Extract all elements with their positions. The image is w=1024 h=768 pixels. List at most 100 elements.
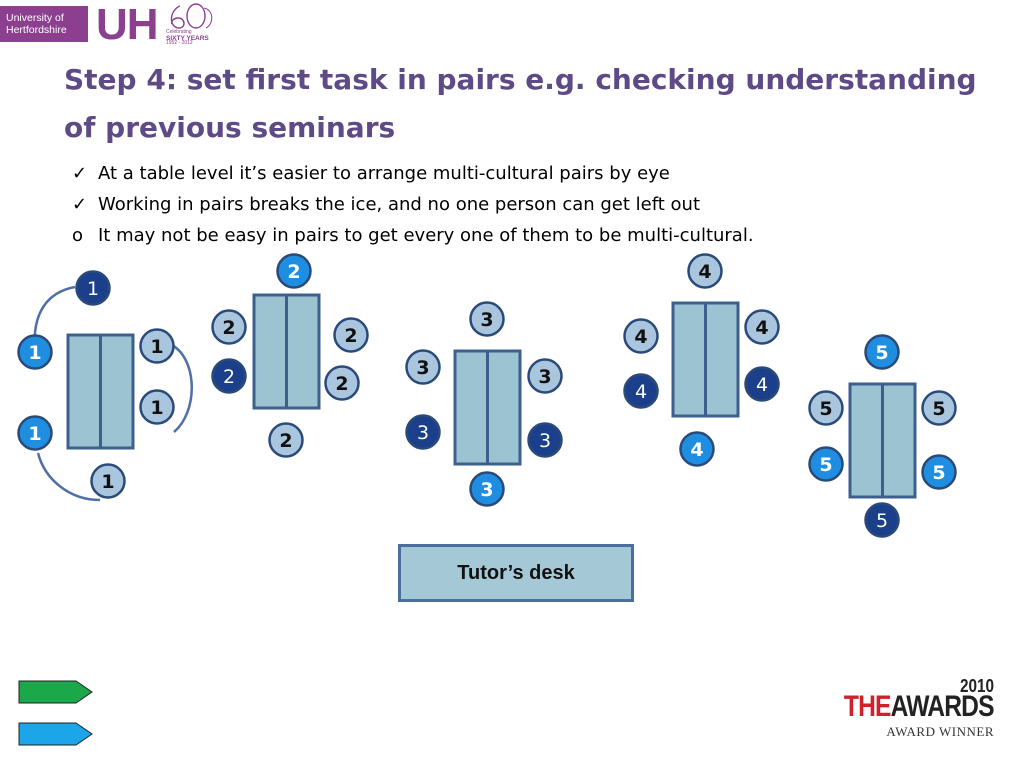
student-marker: 3 — [405, 349, 441, 385]
student-label: 1 — [28, 423, 41, 445]
student-circle — [623, 373, 659, 409]
bullet-text: At a table level it’s easier to arrange … — [98, 163, 670, 184]
student-label: 5 — [875, 342, 888, 364]
tutor-desk: Tutor’s desk — [398, 544, 634, 602]
student-label: 1 — [28, 342, 41, 364]
student-label: 2 — [222, 317, 235, 339]
university-name-line1: University of — [6, 12, 64, 24]
navigation-arrows — [18, 680, 93, 746]
awards-subtitle: AWARD WINNER — [886, 724, 994, 739]
student-circle — [211, 358, 247, 394]
tables-layer — [66, 293, 917, 499]
student-marker: 2 — [276, 253, 312, 289]
student-circle — [687, 253, 723, 289]
student-label: 3 — [539, 430, 551, 452]
student-marker: 4 — [679, 431, 715, 467]
student-marker: 2 — [324, 365, 360, 401]
student-label: 3 — [480, 479, 493, 501]
sixty-caption-1: Celebrating — [166, 29, 192, 35]
student-marker: 4 — [623, 318, 659, 354]
student-circle — [623, 318, 659, 354]
university-logo: University of Hertfordshire UH Celebrati… — [0, 0, 230, 50]
student-circle — [324, 365, 360, 401]
student-circle — [744, 366, 780, 402]
student-label: 2 — [344, 325, 357, 347]
student-circle — [333, 317, 369, 353]
student-marker: 4 — [744, 366, 780, 402]
student-marker: 1 — [17, 334, 53, 370]
student-label: 3 — [417, 422, 429, 444]
student-circle — [679, 431, 715, 467]
bullet-text: Working in pairs breaks the ice, and no … — [98, 194, 701, 215]
awards-wordmark: THEAWARDS — [844, 690, 995, 724]
slide-title: Step 4: set first task in pairs e.g. che… — [64, 63, 977, 144]
bullet-text: It may not be easy in pairs to get every… — [98, 225, 754, 246]
student-label: 5 — [876, 510, 888, 532]
student-label: 4 — [690, 439, 703, 461]
uh-wordmark: UH — [96, 0, 159, 49]
student-circle — [744, 309, 780, 345]
student-label: 5 — [932, 398, 945, 420]
awards-awards: AWARDS — [890, 690, 995, 723]
student-marker: 5 — [808, 390, 844, 426]
university-name-box: University of Hertfordshire — [0, 6, 88, 42]
student-circle — [276, 253, 312, 289]
student-marker: 3 — [527, 422, 563, 458]
student-label: 2 — [279, 430, 292, 452]
student-marker: 1 — [139, 389, 175, 425]
pair-arc — [171, 343, 193, 433]
student-circle — [75, 270, 111, 306]
student-label: 3 — [416, 357, 429, 379]
student-label: 1 — [87, 278, 99, 300]
bullet-item: o It may not be easy in pairs to get ever… — [72, 220, 972, 251]
student-marker: 5 — [864, 334, 900, 370]
student-marker: 1 — [75, 270, 111, 306]
sixty-caption-3: 1952 - 2012 — [166, 40, 193, 46]
bullet-item: ✓At a table level it’s easier to arrange… — [72, 158, 972, 189]
awards-year: 2010 — [959, 676, 994, 696]
student-circle — [808, 390, 844, 426]
student-circle — [139, 389, 175, 425]
student-marker: 4 — [744, 309, 780, 345]
student-marker: 2 — [268, 422, 304, 458]
student-marker: 3 — [405, 414, 441, 450]
student-marker: 5 — [808, 446, 844, 482]
pair-arc — [36, 452, 101, 502]
student-label: 2 — [223, 366, 235, 388]
bullet-item: ✓ Working in pairs breaks the ice, and no… — [72, 189, 972, 220]
student-label: 1 — [150, 397, 163, 419]
university-name-line2: Hertfordshire — [6, 24, 67, 36]
next-arrow-button[interactable] — [18, 680, 93, 704]
student-marker: 4 — [687, 253, 723, 289]
circle-bullet-icon: o — [72, 225, 84, 246]
awards-the: THE — [844, 690, 892, 723]
back-arrow-button[interactable] — [18, 722, 93, 746]
sixty-years-emblem — [170, 3, 213, 29]
student-circle — [268, 422, 304, 458]
student-marker: 5 — [864, 502, 900, 538]
student-marker: 3 — [469, 301, 505, 337]
student-circle — [17, 415, 53, 451]
student-circle — [469, 301, 505, 337]
student-label: 5 — [819, 454, 832, 476]
sixty-caption-2: SIXTY YEARS — [166, 34, 209, 42]
check-icon: ✓ — [72, 194, 88, 215]
student-label: 3 — [480, 309, 493, 331]
student-label: 1 — [101, 471, 114, 493]
student-circle — [527, 422, 563, 458]
student-circle — [921, 390, 957, 426]
student-label: 5 — [819, 398, 832, 420]
student-label: 4 — [635, 381, 647, 403]
student-marker: 2 — [333, 317, 369, 353]
student-marker: 4 — [623, 373, 659, 409]
student-circle — [864, 334, 900, 370]
student-marker: 1 — [17, 415, 53, 451]
student-label: 4 — [756, 374, 768, 396]
student-circle — [90, 463, 126, 499]
student-circle — [405, 414, 441, 450]
student-label: 4 — [755, 317, 768, 339]
student-circle — [921, 454, 957, 490]
student-circle — [808, 446, 844, 482]
student-label: 5 — [932, 462, 945, 484]
student-marker: 5 — [921, 454, 957, 490]
